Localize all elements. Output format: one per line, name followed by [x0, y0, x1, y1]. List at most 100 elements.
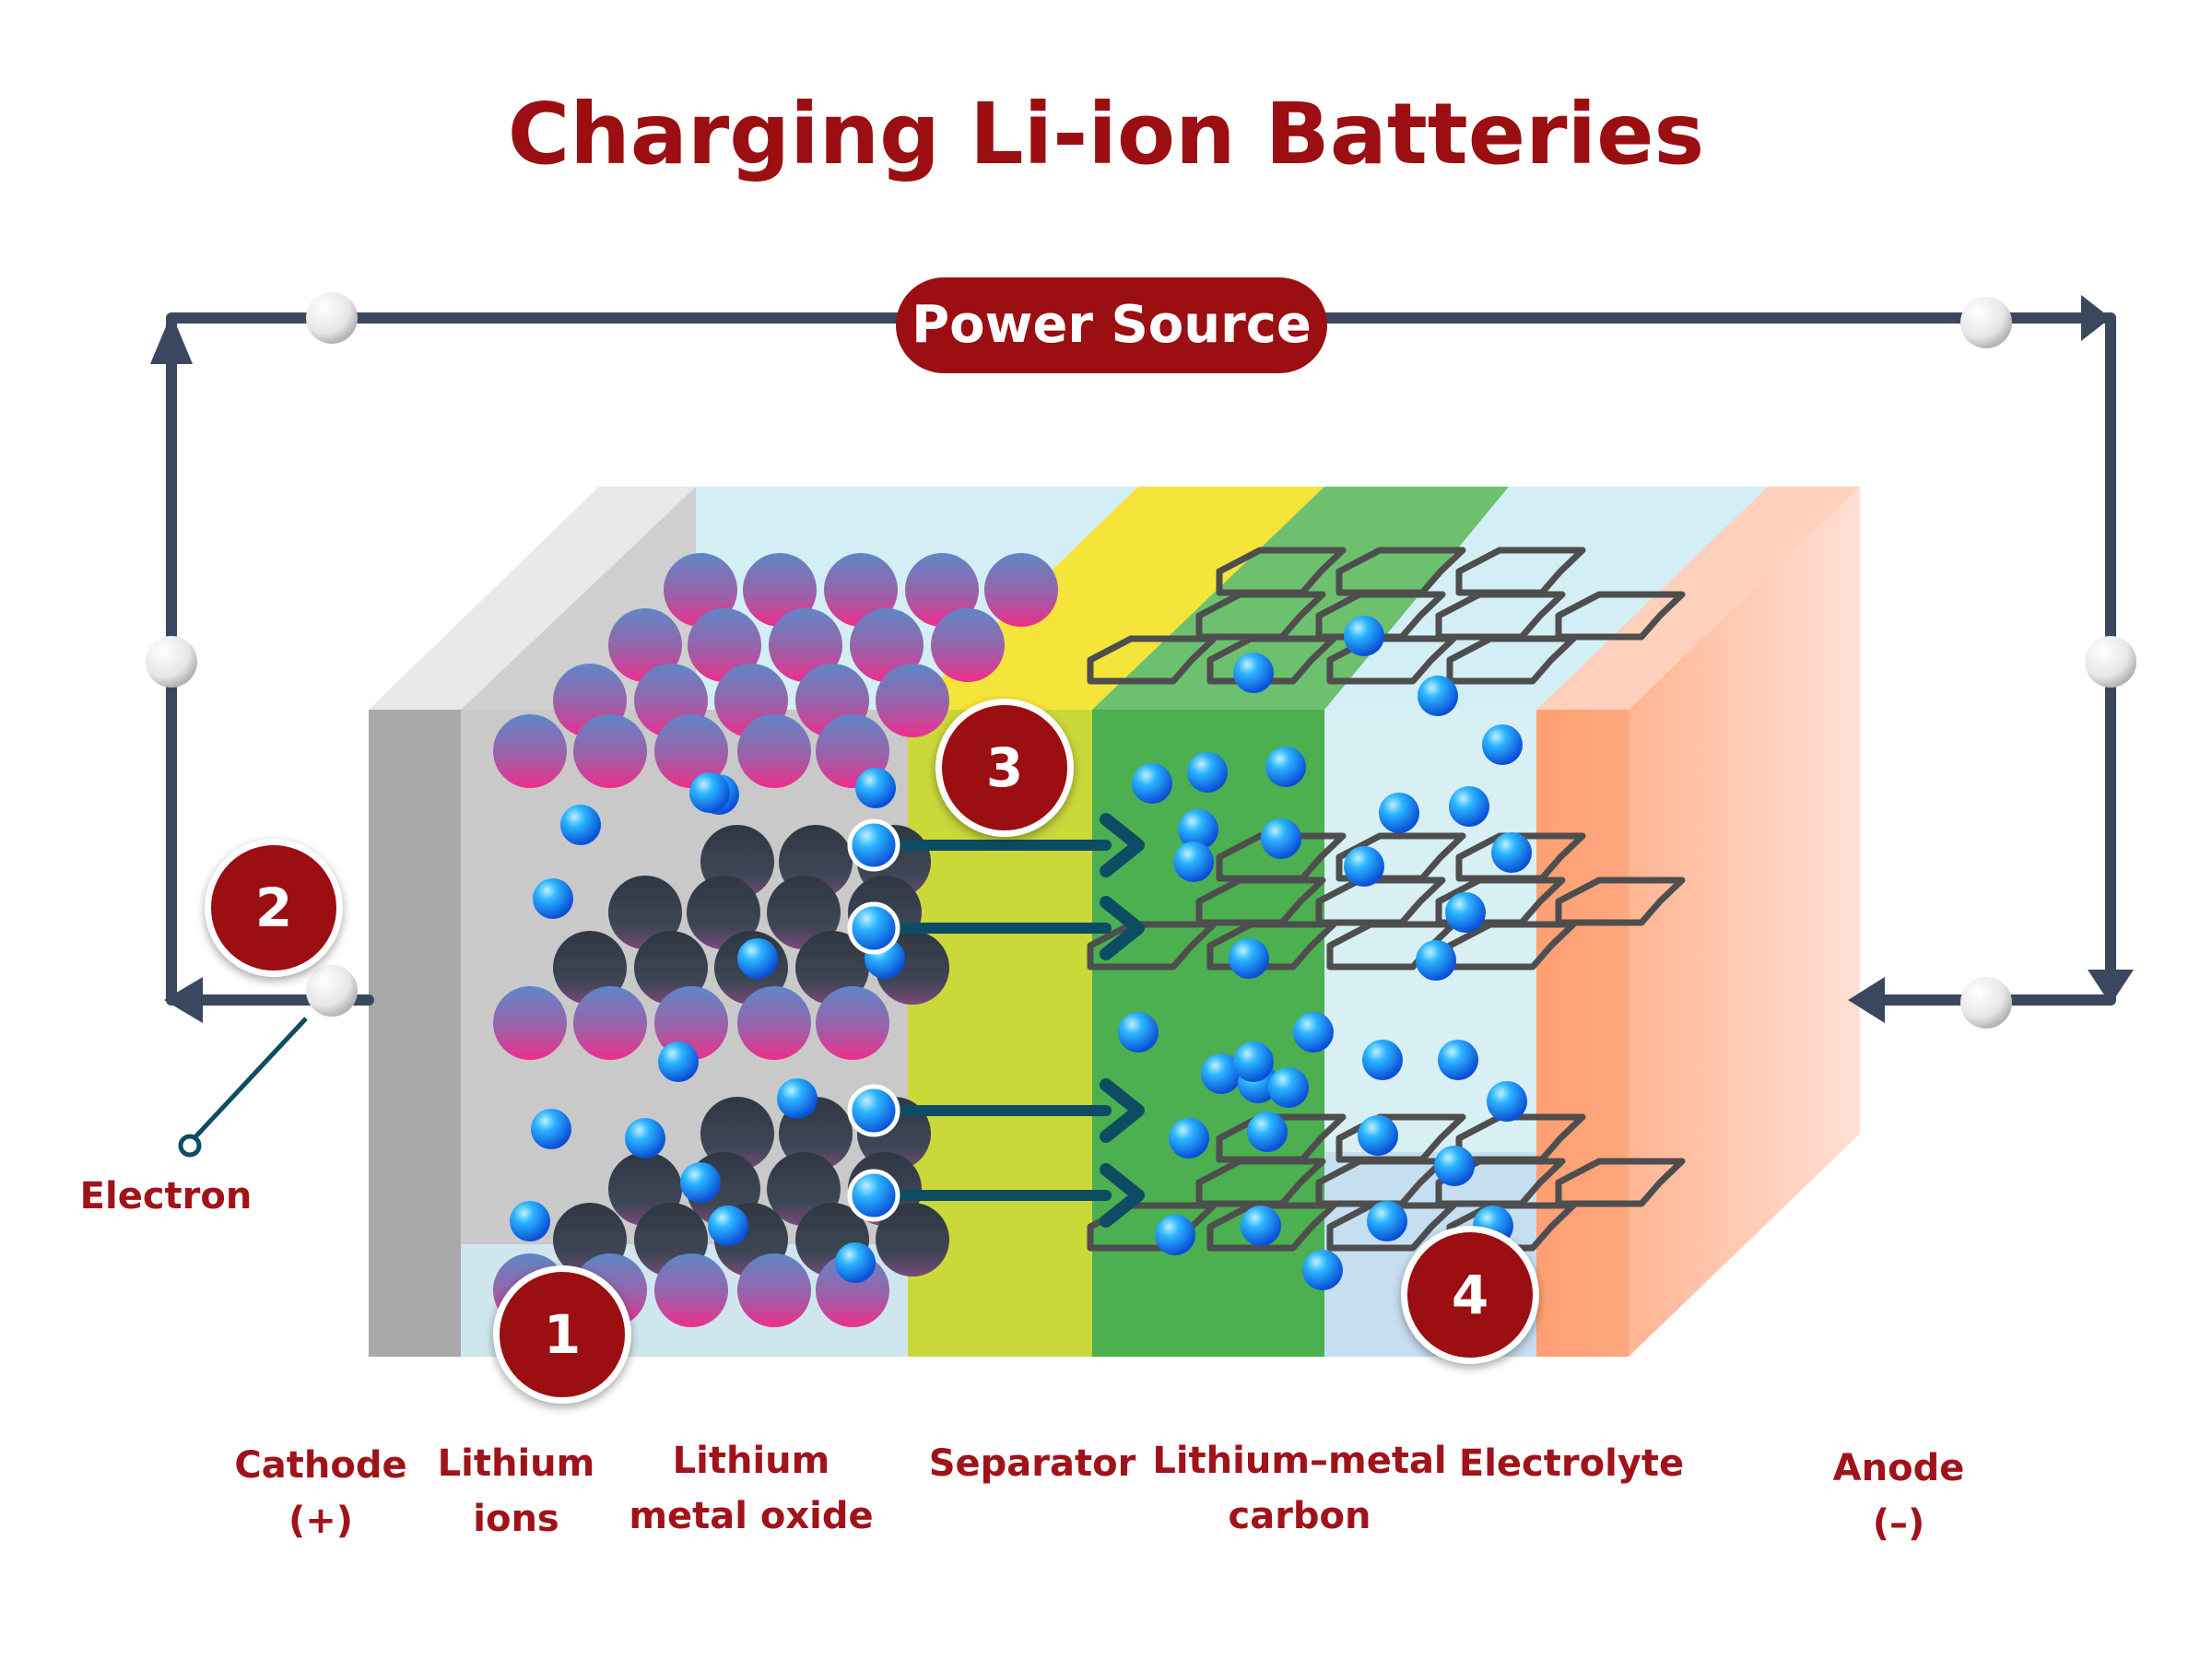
lithium-ion: [1132, 763, 1172, 804]
lithium-metal-oxide-particle: [573, 986, 647, 1060]
page-title: Charging Li-ion Batteries: [507, 85, 1705, 183]
lithium-metal-oxide-particle: [493, 714, 567, 788]
lithium-metal-oxide-particle: [664, 553, 737, 627]
electron-node: [1960, 977, 2012, 1029]
lithium-ion: [847, 1084, 900, 1137]
anode-top: [1536, 487, 1860, 710]
electron-node: [2085, 636, 2136, 688]
lithium-ion: [560, 805, 601, 845]
electron-nodes: [146, 292, 2136, 1029]
graphite-hexagon: [1087, 635, 1218, 685]
lithium-ion: [1362, 1040, 1403, 1080]
lithium-ion: [835, 1242, 876, 1283]
label-lithium-metal-oxide: Lithium metal oxide: [629, 1440, 874, 1537]
lithium-ion: [1344, 846, 1384, 887]
lithium-metal-oxide-particle: [737, 986, 811, 1060]
lithium-ion: [1118, 1012, 1159, 1053]
step-number-3: 3: [935, 699, 1074, 837]
graphite-hexagon: [1326, 1202, 1457, 1252]
lithium-ion: [1261, 818, 1301, 859]
lithium-ion: [737, 938, 778, 979]
power-source-badge: Power Source: [896, 277, 1327, 373]
arrowhead-left-bottom: [1848, 977, 1885, 1023]
electron-pointer-line: [188, 1017, 308, 1145]
lithium-ion: [1233, 653, 1274, 693]
graphite-hexagon: [1206, 921, 1337, 971]
separator-top: [908, 487, 1324, 710]
lithium-ion: [1169, 1118, 1209, 1159]
graphite-hexagon: [1326, 635, 1457, 685]
lithium-ion: [1293, 1012, 1334, 1053]
lithium-ion: [1178, 809, 1218, 850]
lithium-ion: [1367, 1201, 1407, 1241]
label-cathode: Cathode (+): [234, 1444, 407, 1542]
lithium-metal-oxide-particle: [876, 664, 949, 737]
lithium-ion: [1445, 892, 1486, 933]
circuit-wire-right: [1856, 312, 2116, 1006]
graphite-hexagon: [1206, 1202, 1337, 1252]
lithium-metal-oxide-particle: [493, 986, 567, 1060]
graphite-hexagon: [1555, 1158, 1686, 1207]
lithium-ion: [531, 1109, 571, 1149]
step-number-2: 2: [205, 839, 343, 977]
lithium-metal-oxide-particle: [688, 608, 761, 682]
lithium-ion: [1187, 752, 1228, 793]
ion-flow-arrowhead: [1100, 1078, 1145, 1143]
arrowhead-left-cathode: [164, 977, 203, 1023]
lithium-ion: [1241, 1206, 1281, 1246]
step-number-1: 1: [493, 1265, 631, 1404]
ion-flow-arrowhead: [1100, 813, 1145, 877]
lithium-metal-oxide-particle: [654, 986, 728, 1060]
lithium-ion: [1247, 1112, 1288, 1152]
lithium-ion: [1434, 1146, 1475, 1186]
lithium-metal-oxide-particle: [737, 714, 811, 788]
arrowhead-right-top: [2081, 295, 2111, 341]
electron-node: [1960, 297, 2012, 348]
lithium-metal-oxide-particle: [573, 714, 647, 788]
lithium-ion: [680, 1162, 721, 1203]
lithium-ion: [1487, 1081, 1527, 1122]
lithium-ion: [1416, 940, 1456, 981]
lithium-ion: [1418, 676, 1458, 716]
label-lithium-ions: Lithium ions: [437, 1442, 595, 1540]
lithium-ion: [777, 1078, 818, 1119]
electron-pointer-dot: [178, 1134, 202, 1158]
lithium-metal-oxide-particle: [654, 1253, 728, 1327]
lithium-ion: [708, 1206, 748, 1246]
lithium-ion: [1438, 1040, 1478, 1080]
lithium-ion: [847, 818, 900, 872]
lithium-ion: [1482, 724, 1523, 765]
graphite-hexagon: [1555, 591, 1686, 641]
lithium-ion: [533, 878, 573, 919]
label-separator: Separator: [928, 1442, 1136, 1485]
ion-flow-arrowhead: [1100, 1163, 1145, 1228]
lithium-ion: [658, 1041, 699, 1082]
electron-node: [146, 636, 197, 688]
lithium-ion: [1344, 616, 1384, 656]
lithium-ion: [625, 1118, 665, 1159]
lithium-metal-oxide-particle: [816, 986, 889, 1060]
lithium-ion: [1233, 1041, 1274, 1082]
graphite-hexagon: [1087, 921, 1218, 971]
graphite-hexagon: [1446, 1202, 1577, 1252]
ion-flow-arrowhead: [1100, 896, 1145, 960]
arrowhead-down-right: [2088, 970, 2134, 1005]
lithium-ion: [1265, 747, 1306, 787]
lithium-ion: [1358, 1115, 1398, 1156]
metal-oxide-particle: [634, 931, 708, 1005]
step-number-4: 4: [1401, 1226, 1539, 1364]
cathode-plate-top: [369, 487, 696, 710]
lithium-ion: [1302, 1250, 1343, 1290]
lithium-metal-oxide-particle: [769, 608, 842, 682]
lithium-metal-oxide-particle: [737, 1253, 811, 1327]
lithium-ion: [510, 1201, 550, 1241]
metal-oxide-particle: [687, 876, 760, 949]
anode-side: [1629, 487, 1860, 1357]
graphite-hexagon: [1206, 635, 1337, 685]
lithium-ion: [689, 772, 730, 813]
lithium-metal-oxide-particle: [654, 714, 728, 788]
metal-oxide-particle: [876, 1203, 949, 1277]
label-electrolyte: Electrolyte: [1458, 1442, 1685, 1485]
lithium-ion: [847, 1169, 900, 1222]
